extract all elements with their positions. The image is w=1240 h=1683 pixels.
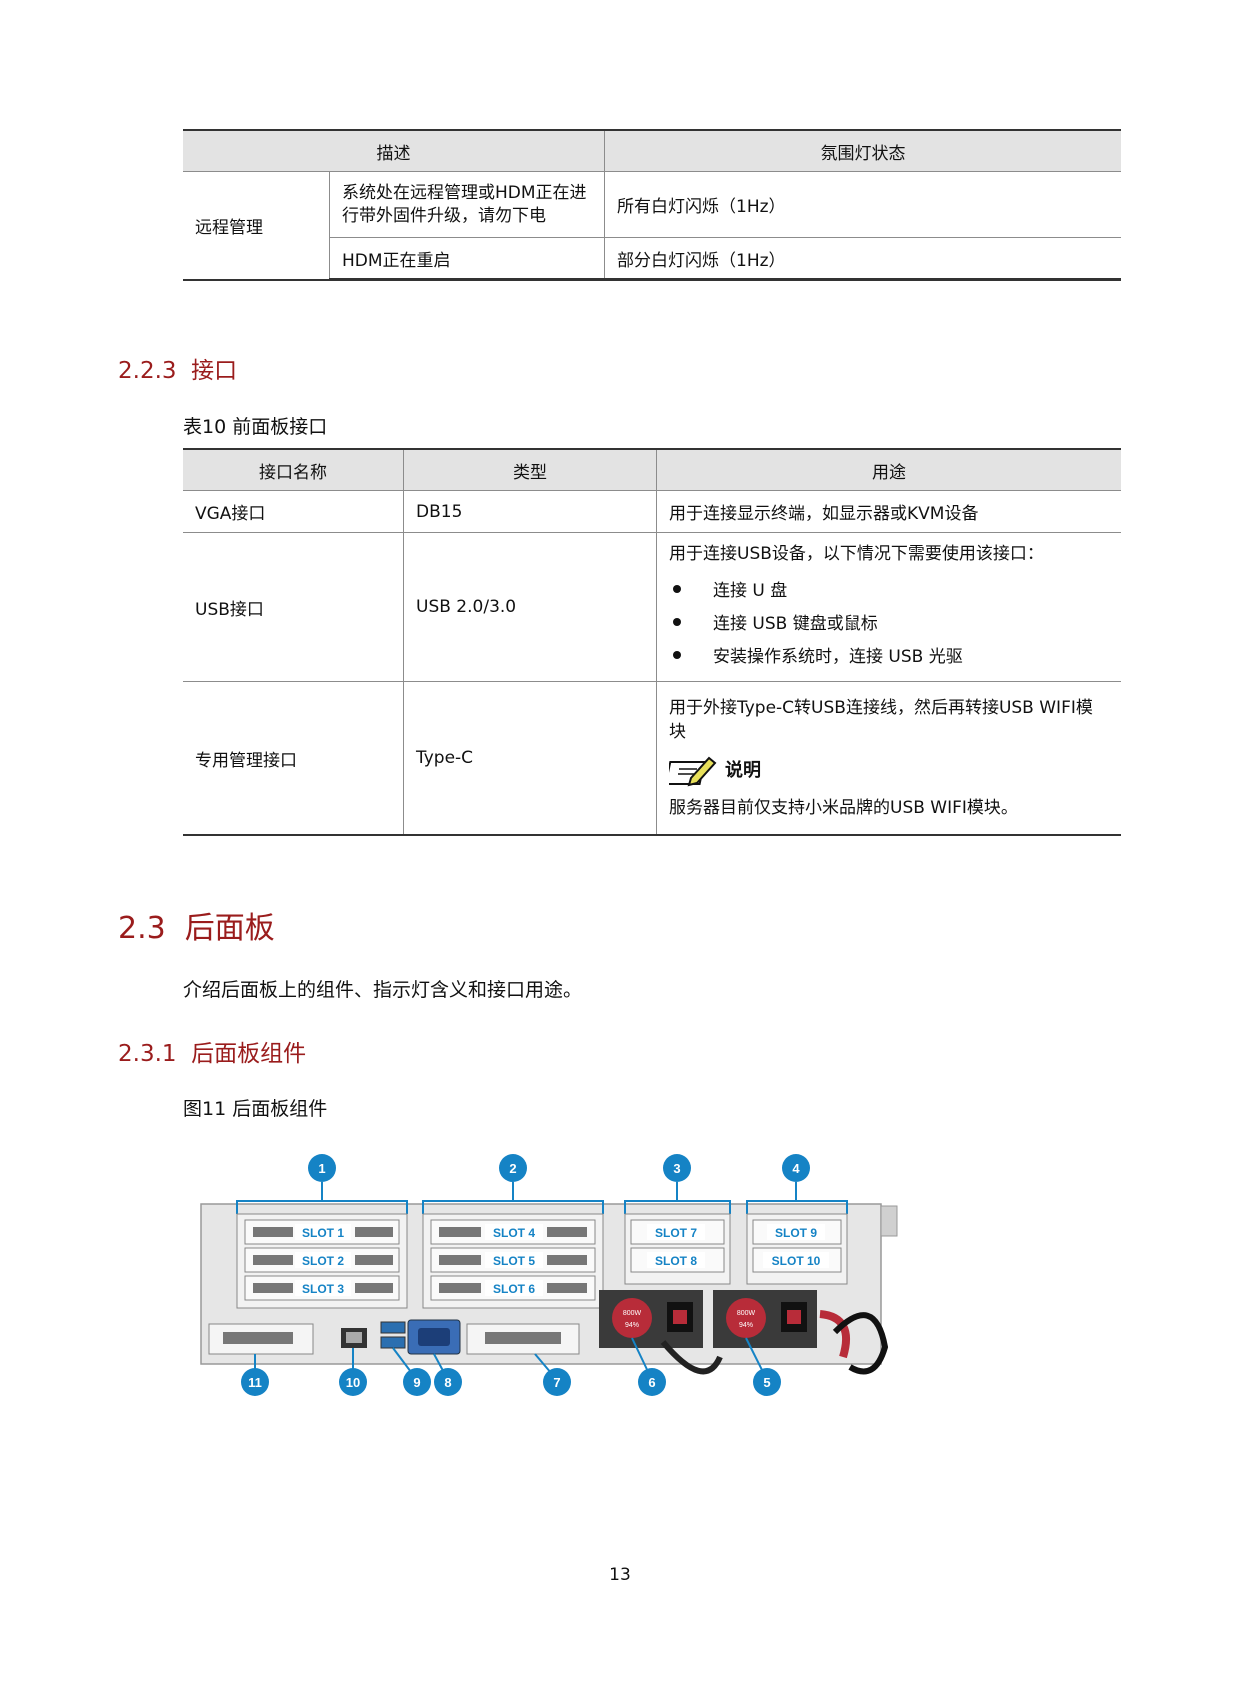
callout-number: 6: [648, 1375, 655, 1390]
slot-label: SLOT 4: [493, 1226, 535, 1240]
table-cell: USB 2.0/3.0: [403, 532, 657, 682]
table-rule: [183, 279, 1121, 281]
rear-panel-figure: SLOT 1 SLOT 2 SLOT 3 SLOT 4 SLOT 5 SLOT …: [200, 1154, 898, 1396]
svg-text:94%: 94%: [625, 1322, 639, 1329]
slot-label: SLOT 2: [302, 1254, 344, 1268]
callout-number: 8: [444, 1375, 451, 1390]
slot-label: SLOT 9: [775, 1226, 817, 1240]
front-panel-interface-table: 接口名称 类型 用途 VGA接口 DB15 用于连接显示终端，如显示器或KVM设…: [183, 448, 1121, 836]
table-cell: 系统处在远程管理或HDM正在进行带外固件升级，请勿下电: [329, 171, 605, 238]
mgmt-use-cell: 用于外接Type-C转USB连接线，然后再转接USB WIFI模块 说明 服务器…: [656, 681, 1121, 836]
list-item: 连接 U 盘: [669, 576, 1109, 601]
table-cell: DB15: [403, 490, 657, 533]
col-header-desc: 描述: [183, 129, 605, 172]
note-block: 说明: [669, 754, 1109, 788]
svg-text:800W: 800W: [737, 1310, 756, 1317]
slot-label: SLOT 1: [302, 1226, 344, 1240]
usb-use-text: 用于连接USB设备，以下情况下需要使用该接口：: [669, 544, 1044, 564]
table-cell: 部分白灯闪烁（1Hz）: [604, 237, 1121, 280]
section-heading-2-3-1: 2.3.1 后面板组件: [118, 1041, 307, 1067]
col-header-use: 用途: [656, 448, 1121, 491]
callout-number: 4: [792, 1161, 800, 1176]
usb-port: [380, 1336, 406, 1349]
section-intro: 介绍后面板上的组件、指示灯含义和接口用途。: [183, 979, 583, 1001]
psu: 800W 94%: [599, 1290, 723, 1375]
table-caption: 表10 前面板接口: [183, 416, 328, 438]
callout-number: 2: [509, 1161, 516, 1176]
section-heading-2-3: 2.3 后面板: [118, 911, 275, 946]
group-cell: 远程管理: [183, 171, 330, 280]
ambient-light-table: 描述 氛围灯状态 远程管理 系统处在远程管理或HDM正在进行带外固件升级，请勿下…: [183, 129, 1121, 280]
usb-use-cell: 用于连接USB设备，以下情况下需要使用该接口： 连接 U 盘 连接 USB 键盘…: [656, 532, 1121, 682]
table-cell: VGA接口: [183, 490, 404, 533]
col-header-type: 类型: [403, 448, 657, 491]
callout-number: 9: [413, 1375, 420, 1390]
section-heading-2-2-3: 2.2.3 接口: [118, 358, 238, 384]
callout-number: 5: [763, 1375, 770, 1390]
table-cell: Type-C: [403, 681, 657, 836]
figure-caption: 图11 后面板组件: [183, 1098, 328, 1120]
table-cell: HDM正在重启: [329, 237, 605, 280]
callouts-top: [308, 1154, 810, 1182]
col-header-state: 氛围灯状态: [604, 129, 1121, 172]
callout-number: 3: [673, 1161, 680, 1176]
slot-label: SLOT 5: [493, 1254, 535, 1268]
col-header-name: 接口名称: [183, 448, 404, 491]
callout-number: 7: [553, 1375, 560, 1390]
table-cell: 用于连接显示终端，如显示器或KVM设备: [656, 490, 1121, 533]
note-title: 说明: [725, 760, 761, 781]
slot-label: SLOT 10: [772, 1254, 821, 1268]
list-item: 安装操作系统时，连接 USB 光驱: [669, 642, 1109, 667]
callout-number: 10: [346, 1375, 360, 1390]
slot-label: SLOT 8: [655, 1254, 697, 1268]
svg-text:800W: 800W: [623, 1310, 642, 1317]
callout-number: 11: [248, 1375, 262, 1390]
callouts-bottom: [241, 1368, 781, 1396]
psu: 800W 94%: [713, 1290, 889, 1375]
page-number: 13: [609, 1565, 631, 1585]
svg-text:94%: 94%: [739, 1322, 753, 1329]
slot-label: SLOT 6: [493, 1282, 535, 1296]
list-item: 连接 USB 键盘或鼠标: [669, 609, 1109, 634]
note-pencil-icon: [669, 756, 717, 787]
mgmt-use-text: 用于外接Type-C转USB连接线，然后再转接USB WIFI模块: [669, 698, 1093, 742]
callout-number: 1: [318, 1161, 325, 1176]
slot-label: SLOT 7: [655, 1226, 697, 1240]
table-cell: 专用管理接口: [183, 681, 404, 836]
note-text: 服务器目前仅支持小米品牌的USB WIFI模块。: [669, 798, 1018, 818]
usb-port: [380, 1321, 406, 1334]
table-cell: 所有白灯闪烁（1Hz）: [604, 171, 1121, 238]
slot-label: SLOT 3: [302, 1282, 344, 1296]
table-cell: USB接口: [183, 532, 404, 682]
